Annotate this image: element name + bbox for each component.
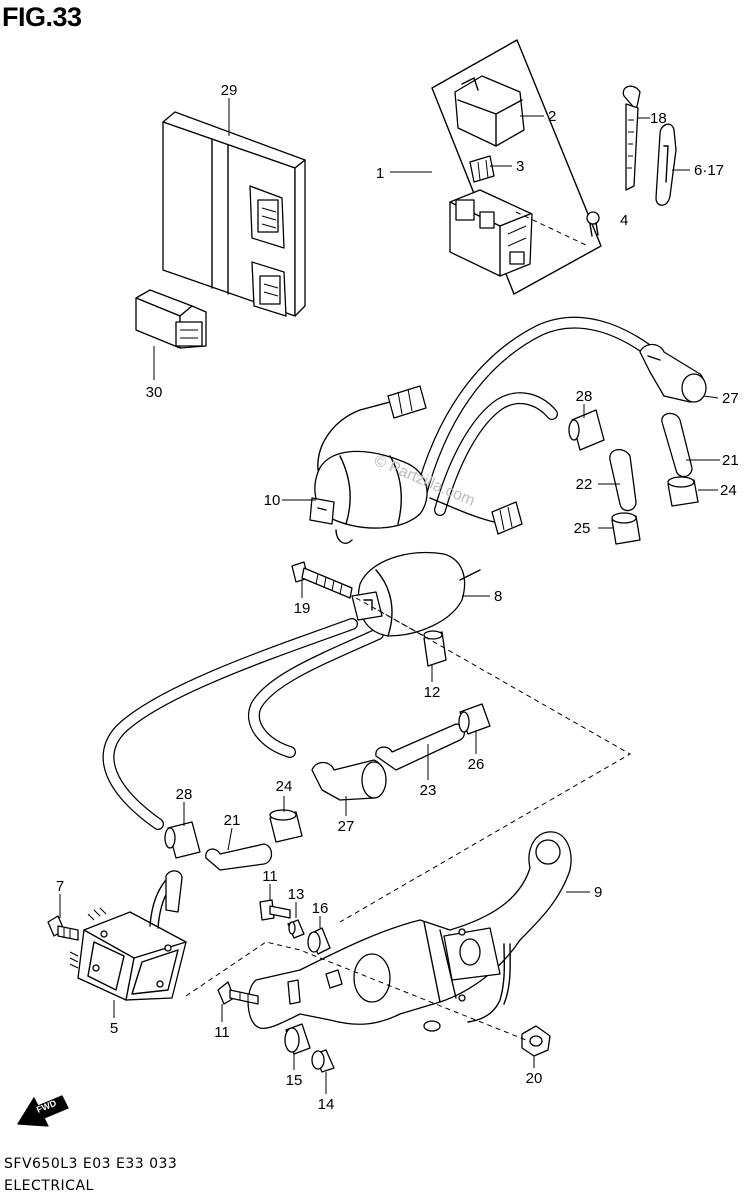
grommet-15[interactable] (284, 1023, 311, 1055)
callout-24-upper: 24 (720, 482, 737, 499)
callout-8: 8 (494, 588, 502, 605)
hv-wire-lower-front (102, 618, 358, 830)
callout-18: 18 (650, 110, 667, 127)
plug-boot-21-lower[interactable] (205, 843, 273, 871)
model-code: SFV650L3 E03 E33 033 (4, 1156, 178, 1172)
seal-cap-28-lower[interactable] (164, 821, 201, 859)
collar-14[interactable] (311, 1049, 335, 1073)
figure-title: FIG.33 (2, 2, 82, 32)
hv-wire-upper-rear (434, 392, 558, 516)
callout-labels: 1 2 3 4 5 6·17 7 8 9 10 11 11 12 13 14 1… (56, 82, 739, 1113)
ignition-coil-lower[interactable] (351, 551, 481, 637)
callout-7: 7 (56, 878, 64, 895)
plug-cap-upper[interactable] (639, 343, 707, 403)
callout-11-upper: 11 (262, 868, 278, 885)
callout-20: 20 (526, 1070, 543, 1087)
callout-21-lower: 21 (224, 812, 241, 829)
callout-15: 15 (286, 1072, 303, 1089)
grommet-16[interactable] (307, 927, 331, 955)
seal-24-lower[interactable] (269, 809, 303, 843)
mounting-bracket[interactable] (247, 831, 572, 1032)
callout-14: 14 (318, 1096, 335, 1113)
callout-4: 4 (620, 212, 628, 229)
callout-1: 1 (376, 165, 384, 182)
seal-24-upper[interactable] (667, 476, 699, 507)
callout-28-lower: 28 (176, 786, 193, 803)
callout-12: 12 (424, 684, 441, 701)
section-name: ELECTRICAL (4, 1178, 94, 1194)
cable-tie[interactable] (622, 85, 641, 191)
callout-29: 29 (221, 82, 238, 99)
callout-30: 30 (146, 384, 163, 401)
relay-unit[interactable] (135, 289, 207, 349)
callout-5: 5 (110, 1020, 118, 1037)
plug-boot-23[interactable] (375, 723, 466, 771)
coil-mount-bolt[interactable] (291, 561, 353, 599)
callout-23: 23 (420, 782, 437, 799)
regulator-bolt[interactable] (47, 915, 79, 941)
ignition-coil-upper[interactable] (309, 385, 523, 544)
collar-13[interactable] (287, 919, 305, 939)
callout-3: 3 (516, 158, 524, 175)
callout-2: 2 (548, 108, 556, 125)
callout-10: 10 (264, 492, 281, 509)
regulator-rectifier[interactable] (69, 870, 187, 1001)
callout-28-upper: 28 (576, 388, 593, 405)
callout-6-17: 6·17 (694, 162, 724, 179)
callout-19: 19 (294, 600, 311, 617)
callout-25: 25 (574, 520, 591, 537)
callout-22: 22 (576, 476, 593, 493)
assembly-guide-lines (185, 211, 632, 1041)
small-screw[interactable] (586, 211, 600, 237)
seal-cap-28-upper[interactable] (568, 409, 605, 451)
ecm-unit[interactable] (162, 111, 306, 317)
plug-boot-21-upper[interactable] (661, 412, 693, 478)
callout-26: 26 (468, 756, 485, 773)
seal-26[interactable] (458, 703, 491, 735)
fuse-box-assembly[interactable] (431, 39, 602, 295)
callout-11-lower: 11 (214, 1024, 230, 1041)
plug-cap-lower[interactable] (311, 759, 387, 801)
callout-24-lower: 24 (276, 778, 293, 795)
fwd-arrow-icon: FWD (17, 1095, 69, 1127)
leader-lines (59, 98, 720, 1094)
hv-wire-upper-front (414, 316, 654, 504)
callout-21-upper: 21 (722, 452, 739, 469)
wire-clamp[interactable] (655, 123, 677, 206)
callout-13: 13 (288, 886, 305, 903)
callout-16: 16 (312, 900, 329, 917)
spacer-sleeve[interactable] (423, 630, 447, 667)
bolt-11-upper[interactable] (259, 899, 291, 921)
callout-27-lower: 27 (338, 818, 355, 835)
seal-25[interactable] (611, 512, 641, 545)
bolt-11-lower[interactable] (217, 981, 259, 1005)
callout-27-upper: 27 (722, 390, 739, 407)
plug-boot-22[interactable] (609, 449, 637, 512)
hv-wire-lower-rear (248, 628, 384, 758)
nut-20[interactable] (521, 1025, 551, 1057)
callout-9: 9 (594, 884, 602, 901)
